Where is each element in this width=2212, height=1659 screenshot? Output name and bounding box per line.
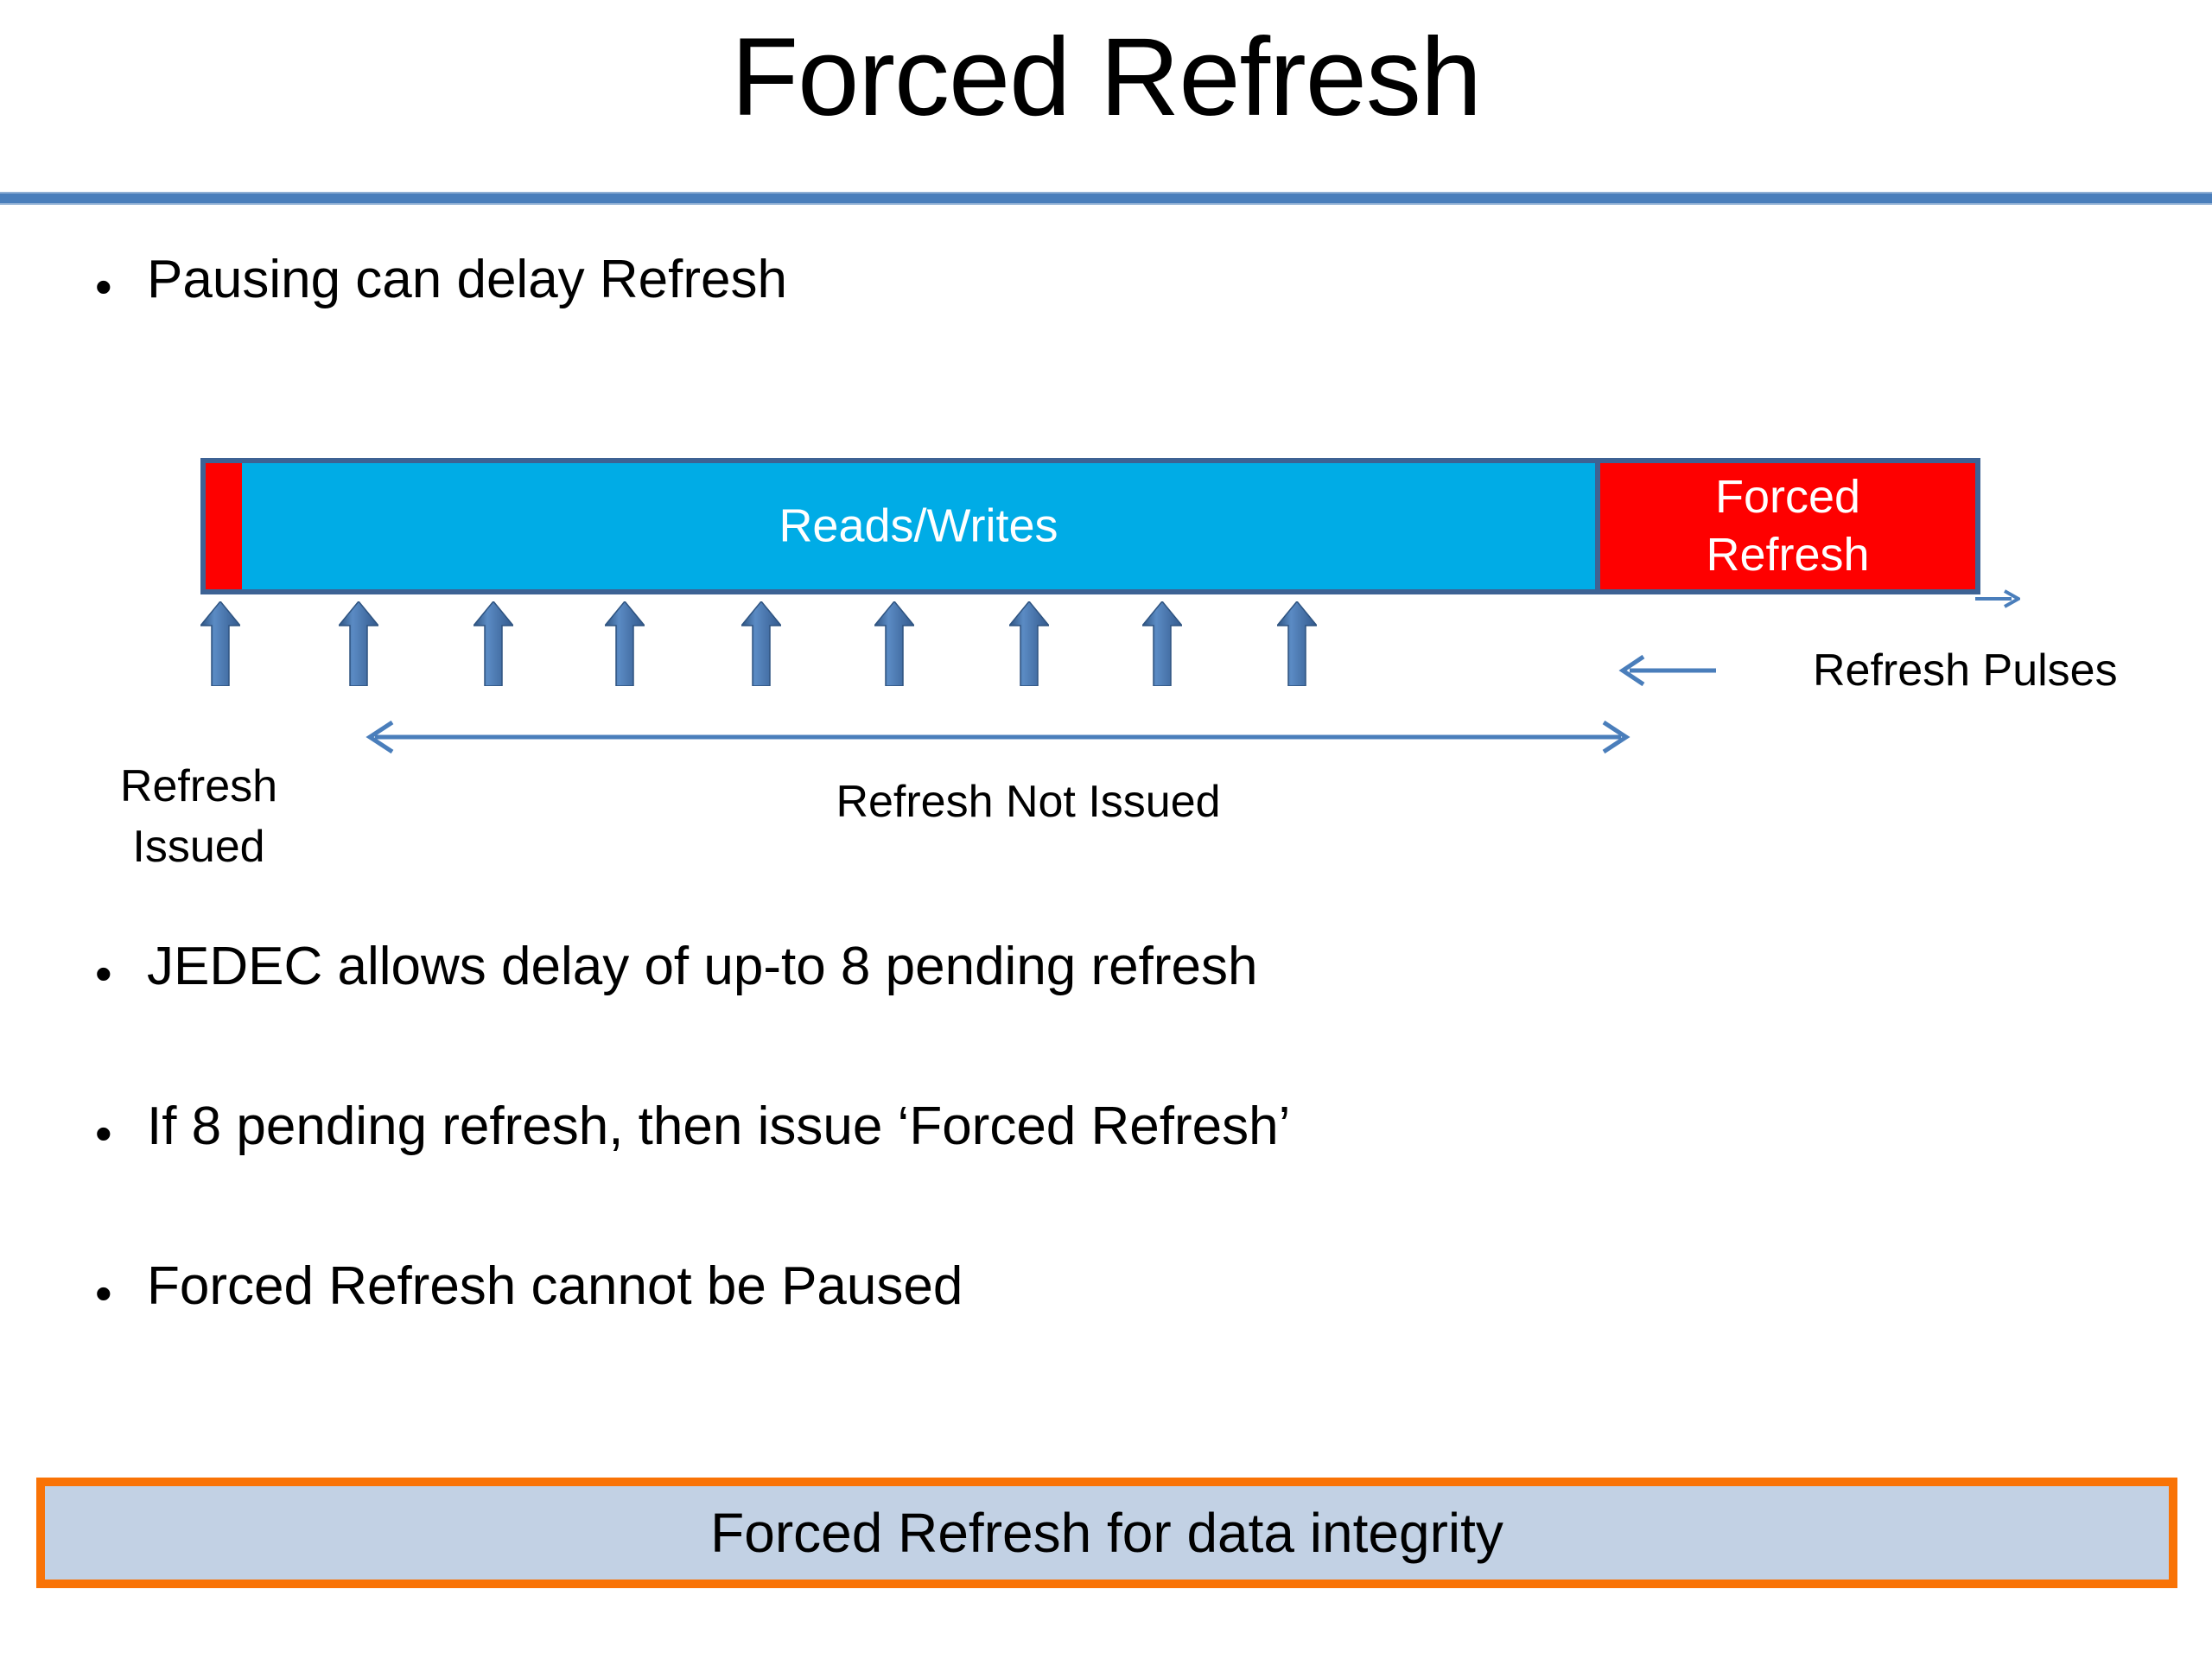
callout-banner: Forced Refresh for data integrity	[36, 1478, 2177, 1588]
timeline-segment-forced-refresh-label: Forced Refresh	[1706, 468, 1869, 585]
list-item: • Pausing can delay Refresh	[95, 250, 788, 314]
refresh-timeline-diagram: Reads/Writes Forced Refresh Refresh Puls…	[0, 432, 2212, 881]
timeline-bar: Reads/Writes Forced Refresh	[200, 458, 1980, 594]
refresh-issued-line2: Issued	[132, 822, 265, 873]
bullet-marker-icon: •	[95, 1106, 112, 1160]
timeline-segment-forced-refresh: Forced Refresh	[1595, 463, 1975, 589]
timeline-segment-reads-writes: Reads/Writes	[242, 463, 1595, 589]
refresh-issued-label: Refresh Issued	[104, 756, 294, 877]
refresh-pulse-arrow-icon	[1277, 601, 1317, 686]
title-divider	[0, 192, 2212, 205]
refresh-pulse-arrow-icon	[741, 601, 781, 686]
bullet-text: If 8 pending refresh, then issue ‘Forced…	[147, 1096, 1291, 1156]
forced-refresh-label-line1: Forced	[1714, 470, 1861, 523]
bullet-text: Forced Refresh cannot be Paused	[147, 1256, 963, 1316]
refresh-pulse-arrow-icon	[474, 601, 513, 686]
timeline-tail-arrow-icon	[1975, 589, 2020, 608]
refresh-pulse-arrow-icon	[1142, 601, 1182, 686]
refresh-not-issued-label: Refresh Not Issued	[836, 777, 1221, 827]
refresh-pulse-arrow-icon	[339, 601, 378, 686]
refresh-pulse-arrow-icon	[605, 601, 645, 686]
refresh-pulses-pointer-arrow-icon	[1618, 654, 1716, 687]
forced-refresh-label-line2: Refresh	[1706, 529, 1870, 581]
refresh-pulses-label: Refresh Pulses	[1813, 645, 2118, 696]
callout-banner-text: Forced Refresh for data integrity	[710, 1501, 1503, 1564]
page-title: Forced Refresh	[730, 16, 1482, 139]
refresh-not-issued-span-arrow-icon	[363, 719, 1633, 755]
refresh-pulse-arrow-icon	[200, 601, 240, 686]
list-item: • JEDEC allows delay of up-to 8 pending …	[95, 937, 1258, 1001]
list-item: • Forced Refresh cannot be Paused	[95, 1256, 963, 1320]
refresh-pulse-arrow-icon	[1009, 601, 1049, 686]
bullet-marker-icon: •	[95, 259, 112, 314]
bullet-marker-icon: •	[95, 1266, 112, 1320]
bullet-text: Pausing can delay Refresh	[147, 250, 788, 309]
bullet-marker-icon: •	[95, 946, 112, 1001]
bullet-text: JEDEC allows delay of up-to 8 pending re…	[147, 937, 1258, 996]
timeline-segment-refresh-issued	[206, 463, 242, 589]
refresh-issued-line1: Refresh	[119, 761, 278, 811]
timeline-segment-reads-writes-label: Reads/Writes	[779, 499, 1058, 552]
list-item: • If 8 pending refresh, then issue ‘Forc…	[95, 1096, 1291, 1160]
refresh-pulse-arrow-icon	[874, 601, 914, 686]
